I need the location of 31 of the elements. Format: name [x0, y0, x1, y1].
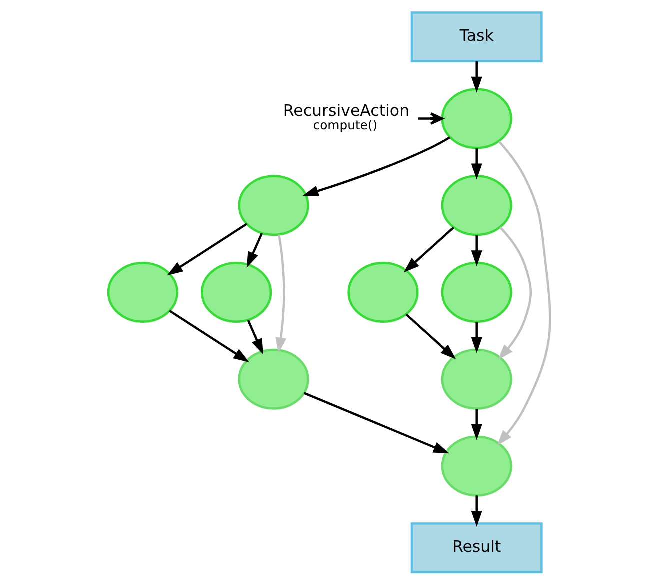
node-text: RecursiveAction compute()	[283, 101, 410, 132]
arrow	[471, 322, 482, 354]
arrow	[471, 148, 482, 180]
arrow	[302, 136, 451, 197]
node-ellipse	[238, 175, 310, 236]
arrow	[167, 223, 248, 276]
arrow	[418, 112, 444, 125]
node-ellipse	[441, 348, 512, 410]
node-ellipse	[238, 348, 310, 410]
arrow	[404, 226, 454, 273]
arrow	[246, 233, 264, 268]
node-ellipse	[441, 436, 512, 497]
arrow	[169, 310, 250, 362]
arrow	[471, 496, 482, 527]
arrow	[471, 235, 482, 266]
node-ellipse	[107, 262, 178, 323]
node-ellipse	[441, 88, 512, 150]
node-ellipse	[348, 262, 419, 323]
arrow	[276, 234, 287, 354]
arrow	[406, 314, 456, 360]
node-ellipse	[441, 262, 512, 323]
node-ellipse	[441, 175, 512, 236]
arrow	[498, 226, 532, 360]
arrow	[471, 409, 482, 440]
node-box: Result	[410, 522, 543, 574]
arrow	[497, 141, 552, 446]
node-ellipse	[201, 262, 272, 323]
node-box: Task	[410, 12, 543, 62]
arrow	[247, 320, 264, 355]
arrow	[471, 62, 482, 93]
arrow	[304, 392, 450, 454]
